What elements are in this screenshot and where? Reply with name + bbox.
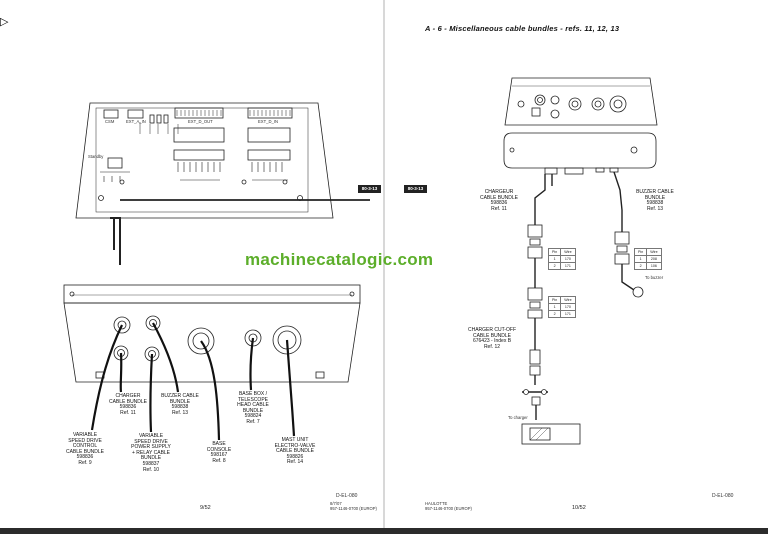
box-face <box>63 302 361 383</box>
right-box-diagram <box>503 77 658 175</box>
gland-charger <box>113 316 131 334</box>
callout-base-box-bundle: BASE BOX / TELESCOPE HEAD CABLE BUNDLE 5… <box>237 391 269 425</box>
section-tag-right: 80-3-13 <box>404 185 427 193</box>
connector-label-csm: CSM <box>105 119 115 124</box>
connector-ext-d-out <box>174 107 224 119</box>
callout-chargeur-bundle: CHARGEUR CABLE BUNDLE 598836 Ref. 11 <box>479 189 519 212</box>
left-doc-small: 8/7/07 957-1146-0700 (EUROP) <box>330 501 377 511</box>
gland-buzzer <box>145 315 161 331</box>
watermark-text: machinecatalogic.com <box>245 250 434 269</box>
to-buzzer-label: To buzzer <box>645 275 664 280</box>
left-page-number: 9/52 <box>200 505 211 511</box>
connector-ext-d-in <box>247 107 293 119</box>
to-charger-label: To charger <box>508 415 528 420</box>
callout-vsd-power-bundle: VARIABLE SPEED DRIVE POWER SUPPLY + RELA… <box>131 433 171 473</box>
callout-buzzer-bundle: BUZZER CABLE BUNDLE 598838 Ref. 13 <box>161 393 199 416</box>
page-gutter <box>383 0 385 528</box>
left-board-diagram <box>75 102 334 219</box>
viewer-bottom-bar <box>0 528 768 534</box>
board-outline <box>75 102 334 219</box>
page-title: A - 6 - Miscellaneous cable bundles - re… <box>425 24 620 33</box>
connector-csm <box>103 109 119 119</box>
box-side-view <box>503 132 657 169</box>
left-box-diagram <box>63 284 361 383</box>
box-top-view <box>504 77 658 126</box>
callout-charger-cutoff-bundle: CHARGER CUT-OFF CABLE BUNDLE 676423 - In… <box>467 327 517 350</box>
box-top <box>63 284 361 304</box>
connector-label-ext-d-in: EXT_D_IN <box>258 119 279 124</box>
connector-ext-a-in <box>127 109 144 119</box>
right-connectors <box>521 224 644 445</box>
section-tag-left: 80-3-13 <box>358 185 381 193</box>
callout-charger-bundle: CHARGER CABLE BUNDLE 598836 Ref. 11 <box>108 393 148 416</box>
callout-mast-unit-bundle: MAST UNIT ELECTRO-VALVE CABLE BUNDLE 598… <box>274 437 316 466</box>
callout-base-console: BASE CONSOLE 598167 Ref. 8 <box>206 441 232 464</box>
gland-base-console <box>187 327 215 355</box>
standby-connector <box>107 157 123 169</box>
right-page-number: 10/52 <box>572 505 586 511</box>
callout-leaders <box>90 322 296 441</box>
right-doc-ref: D-EL-080 <box>712 493 734 499</box>
callout-vsd-control-bundle: VARIABLE SPEED DRIVE CONTROL CABLE BUNDL… <box>65 432 105 466</box>
connector-label-ext-d-out: EXT_D_OUT <box>188 119 213 124</box>
standby-label: Standby <box>88 154 104 159</box>
left-doc-ref: D-EL-080 <box>336 493 358 499</box>
right-doc-small: HAULOTTE 957-1146-0700 (EUROP) <box>425 501 472 511</box>
connector-label-ext-a-in: EXT_A_IN <box>126 119 146 124</box>
mouse-pointer-icon: ▷ <box>0 16 9 28</box>
callout-buzzer-bundle-right: BUZZER CABLE BUNDLE 598838 Ref. 13 <box>636 189 674 212</box>
